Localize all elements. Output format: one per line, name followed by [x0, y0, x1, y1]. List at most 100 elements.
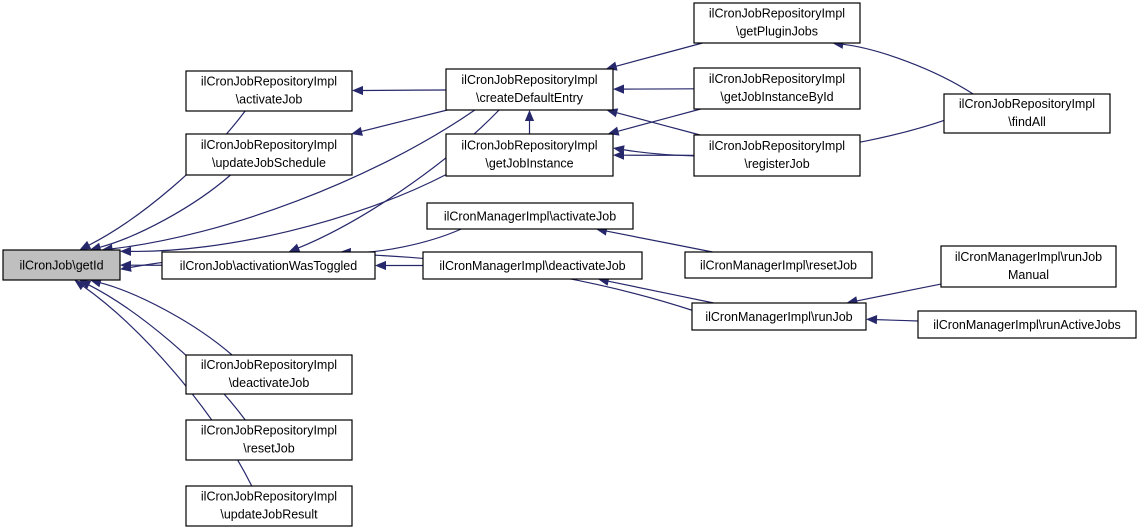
call-edge-getJobInstanceById-to-getJobInstance	[617, 108, 701, 132]
node-label-line1-repoUpdateJobResult: ilCronJobRepositoryImpl	[201, 489, 337, 503]
arrowhead-mgrRunJob-to-getId	[120, 262, 132, 272]
call-edge-mgrRunActiveJobs-to-mgrRunJob	[875, 319, 919, 322]
graph-node-activateJobRepo[interactable]: ilCronJobRepositoryImpl \activateJob	[185, 70, 353, 112]
node-label-line2-repoDeactivateJob: \deactivateJob	[229, 376, 310, 390]
graph-node-mgrRunJob[interactable]: ilCronManagerImpl\runJob	[691, 302, 867, 331]
node-box-activationWasToggled[interactable]	[161, 251, 376, 280]
node-box-activateJobRepo[interactable]	[185, 70, 353, 112]
call-edge-createDefaultEntry-to-updateJobSchedule	[360, 109, 448, 133]
node-label-mgrActivateJob: ilCronManagerImpl\activateJob	[444, 209, 616, 223]
arrowhead-createDefaultEntry-to-activateJobRepo	[352, 85, 364, 96]
arrowhead-createDefaultEntry-to-updateJobSchedule	[351, 126, 363, 136]
call-edge-findAll-to-getPluginJobs	[842, 43, 974, 95]
graph-node-mgrDeactivateJob[interactable]: ilCronManagerImpl\deactivateJob	[422, 251, 643, 280]
graph-node-activationWasToggled[interactable]: ilCronJob\activationWasToggled	[161, 251, 376, 280]
node-label-line2-getPluginJobs: \getPluginJobs	[736, 24, 818, 38]
node-label-mgrRunJob: ilCronManagerImpl\runJob	[705, 310, 852, 324]
node-label-line1-registerJob: ilCronJobRepositoryImpl	[709, 139, 845, 153]
call-edge-mgrResetJob-to-mgrActivateJob	[605, 230, 713, 253]
node-label-line2-mgrRunJobManual: Manual	[1008, 268, 1049, 282]
node-box-updateJobSchedule[interactable]	[185, 133, 353, 176]
node-label-line2-createDefaultEntry: \createDefaultEntry	[476, 91, 584, 105]
node-box-findAll[interactable]	[943, 93, 1111, 134]
node-label-getId: ilCronJob\getId	[19, 258, 103, 272]
arrowhead-repoUpdateJobResult-to-getId	[74, 280, 87, 291]
node-label-line1-activateJobRepo: ilCronJobRepositoryImpl	[201, 74, 337, 88]
arrowhead-getJobInstanceById-to-createDefaultEntry	[613, 84, 625, 94]
call-edge-mgrRunJob-to-mgrDeactivateJob	[607, 280, 714, 304]
graph-node-getJobInstance[interactable]: ilCronJobRepositoryImpl \getJobInstance	[445, 133, 614, 177]
node-box-getPluginJobs[interactable]	[693, 2, 861, 44]
node-label-line1-getJobInstanceById: ilCronJobRepositoryImpl	[709, 72, 845, 86]
graph-node-getPluginJobs[interactable]: ilCronJobRepositoryImpl\getPluginJobs	[693, 2, 861, 44]
call-edge-activateJobRepo-to-getId	[88, 110, 246, 247]
node-label-line2-getJobInstance: \getJobInstance	[485, 156, 573, 170]
node-box-repoUpdateJobResult[interactable]	[185, 485, 353, 527]
graph-node-findAll[interactable]: ilCronJobRepositoryImpl \findAll	[943, 93, 1111, 134]
call-edge-updateJobSchedule-to-getId	[99, 174, 231, 249]
node-box-mgrRunJobManual[interactable]	[940, 245, 1117, 288]
node-box-getId[interactable]	[2, 249, 121, 281]
call-edge-registerJob-to-createDefaultEntry	[615, 111, 701, 136]
node-box-getJobInstance[interactable]	[445, 133, 614, 177]
node-box-createDefaultEntry[interactable]	[445, 68, 614, 111]
node-box-mgrResetJob[interactable]	[684, 251, 873, 279]
node-label-line1-createDefaultEntry: ilCronJobRepositoryImpl	[461, 73, 597, 87]
call-edge-createDefaultEntry-to-getId	[111, 109, 476, 250]
call-edge-getPluginJobs-to-createDefaultEntry	[615, 42, 703, 67]
arrowhead-mgrRunActiveJobs-to-mgrRunJob	[866, 315, 878, 325]
node-box-mgrRunJob[interactable]	[691, 302, 867, 331]
node-label-mgrResetJob: ilCronManagerImpl\resetJob	[700, 258, 857, 272]
node-box-mgrRunActiveJobs[interactable]	[917, 310, 1137, 339]
nodes-layer: ilCronJob\getId ilCronJobRepositoryImpl \a…	[2, 2, 1137, 527]
node-label-line2-repoUpdateJobResult: \updateJobResult	[220, 507, 318, 521]
node-label-line1-findAll: ilCronJobRepositoryImpl	[959, 97, 1095, 111]
node-label-line1-getJobInstance: ilCronJobRepositoryImpl	[461, 138, 597, 152]
node-label-activationWasToggled: ilCronJob\activationWasToggled	[180, 259, 357, 273]
graph-node-repoResetJob[interactable]: ilCronJobRepositoryImpl \resetJob	[185, 419, 353, 461]
node-label-line2-getJobInstanceById: \getJobInstanceById	[720, 90, 833, 104]
graph-node-repoUpdateJobResult[interactable]: ilCronJobRepositoryImpl \updateJobResult	[185, 485, 353, 527]
arrowhead-registerJob-to-createDefaultEntry	[606, 108, 619, 118]
graph-node-registerJob[interactable]: ilCronJobRepositoryImpl \registerJob	[693, 134, 861, 177]
call-edge-getJobInstance-to-getId	[129, 174, 447, 252]
node-label-line2-repoResetJob: \resetJob	[243, 441, 294, 455]
node-label-line2-updateJobSchedule: \updateJobSchedule	[212, 156, 326, 170]
node-label-mgrDeactivateJob: ilCronManagerImpl\deactivateJob	[439, 259, 625, 273]
arrowhead-getPluginJobs-to-createDefaultEntry	[605, 61, 618, 71]
call-edge-mgrRunJobManual-to-mgrRunJob	[856, 283, 942, 302]
node-label-line2-registerJob: \registerJob	[744, 157, 809, 171]
arrowhead-getJobInstance-to-createDefaultEntry	[524, 110, 535, 121]
graph-node-mgrResetJob[interactable]: ilCronManagerImpl\resetJob	[684, 251, 873, 279]
arrowhead-getJobInstance-to-getId	[120, 246, 132, 257]
graph-node-mgrRunActiveJobs[interactable]: ilCronManagerImpl\runActiveJobs	[917, 310, 1137, 339]
node-label-line1-repoDeactivateJob: ilCronJobRepositoryImpl	[201, 358, 337, 372]
graph-node-mgrActivateJob[interactable]: ilCronManagerImpl\activateJob	[426, 202, 634, 230]
node-box-repoDeactivateJob[interactable]	[185, 354, 353, 395]
node-label-line1-repoResetJob: ilCronJobRepositoryImpl	[201, 423, 337, 437]
arrowhead-findAll-to-getJobInstance	[613, 145, 625, 155]
node-box-mgrDeactivateJob[interactable]	[422, 251, 643, 280]
arrowhead-mgrDeactivateJob-to-activationWasToggled	[375, 260, 386, 271]
graph-node-getId[interactable]: ilCronJob\getId	[2, 249, 121, 281]
arrowhead-createDefaultEntry-to-activationWasToggled	[288, 243, 301, 253]
graph-node-updateJobSchedule[interactable]: ilCronJobRepositoryImpl \updateJobSchedul…	[185, 133, 353, 176]
call-edge-mgrActivateJob-to-activationWasToggled	[349, 228, 462, 254]
graph-node-getJobInstanceById[interactable]: ilCronJobRepositoryImpl \getJobInstanceBy…	[693, 67, 861, 110]
arrowhead-getJobInstanceById-to-getJobInstance	[607, 126, 620, 136]
node-box-getJobInstanceById[interactable]	[693, 67, 861, 110]
node-box-registerJob[interactable]	[693, 134, 861, 177]
node-label-line1-updateJobSchedule: ilCronJobRepositoryImpl	[201, 138, 337, 152]
call-edge-createDefaultEntry-to-activationWasToggled	[297, 109, 500, 249]
call-edge-repoResetJob-to-getId	[87, 284, 246, 421]
node-box-mgrActivateJob[interactable]	[426, 202, 634, 230]
node-label-line2-findAll: \findAll	[1008, 115, 1046, 129]
graph-node-createDefaultEntry[interactable]: ilCronJobRepositoryImpl \createDefaultEnt…	[445, 68, 614, 111]
node-label-line1-mgrRunJobManual: ilCronManagerImpl\runJob	[955, 250, 1102, 264]
node-box-repoResetJob[interactable]	[185, 419, 353, 461]
graph-node-repoDeactivateJob[interactable]: ilCronJobRepositoryImpl \deactivateJob	[185, 354, 353, 395]
node-label-line2-activateJobRepo: \activateJob	[236, 92, 303, 106]
